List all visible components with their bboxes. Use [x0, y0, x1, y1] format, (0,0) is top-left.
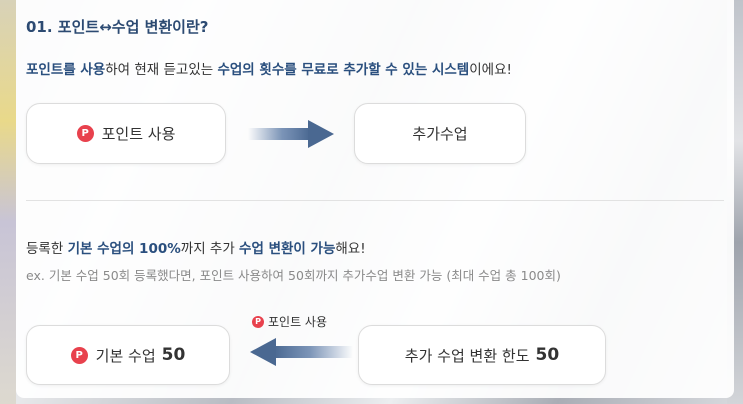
background-left-edge — [0, 0, 16, 404]
base-class-value: 50 — [161, 345, 186, 365]
arrow-right-icon — [248, 120, 334, 148]
intro-description: 포인트를 사용하여 현재 듣고있는 수업의 횟수를 무료로 추가할 수 있는 시… — [26, 58, 512, 78]
extra-class-label: 추가수업 — [412, 125, 468, 143]
detail-highlight-1: 기본 수업의 100% — [67, 241, 181, 257]
conversion-limit-box: 추가 수업 변환 한도 50 — [358, 325, 606, 385]
intro-text-2: 이에요! — [469, 62, 512, 78]
point-badge-icon: P — [252, 315, 264, 328]
point-use-box: P 포인트 사용 — [26, 103, 226, 164]
detail-text-1: 등록한 — [26, 241, 68, 257]
detail-description: 등록한 기본 수업의 100%까지 추가 수업 변환이 가능해요! — [26, 237, 366, 257]
point-badge-icon: P — [76, 125, 94, 142]
conversion-limit-value: 50 — [535, 345, 560, 365]
detail-highlight-2: 수업 변환이 가능 — [239, 241, 336, 257]
detail-text-3: 해요! — [335, 241, 366, 257]
section-divider — [26, 200, 724, 201]
base-class-label: 기본 수업 — [95, 346, 156, 365]
point-use-label: 포인트 사용 — [101, 125, 176, 143]
intro-highlight-2: 수업의 횟수를 무료로 추가할 수 있는 시스템 — [217, 62, 470, 78]
point-use-tag: P 포인트 사용 — [252, 313, 327, 330]
info-card: 01. 포인트↔수업 변환이란? 포인트를 사용하여 현재 듣고있는 수업의 횟… — [16, 0, 734, 398]
section-title: 01. 포인트↔수업 변환이란? — [26, 18, 209, 36]
point-badge-icon: P — [70, 346, 88, 364]
detail-text-2: 까지 추가 — [180, 241, 240, 257]
point-use-tag-label: 포인트 사용 — [268, 315, 328, 329]
intro-highlight-1: 포인트를 사용 — [26, 62, 106, 78]
base-class-box: P 기본 수업 50 — [26, 325, 230, 385]
example-note: ex. 기본 수업 50회 등록했다면, 포인트 사용하여 50회까지 추가수업… — [26, 268, 561, 283]
arrow-left-icon — [250, 338, 353, 366]
intro-text-1: 하여 현재 듣고있는 — [105, 62, 218, 78]
conversion-limit-label: 추가 수업 변환 한도 — [404, 346, 530, 365]
extra-class-box: 추가수업 — [354, 103, 526, 164]
